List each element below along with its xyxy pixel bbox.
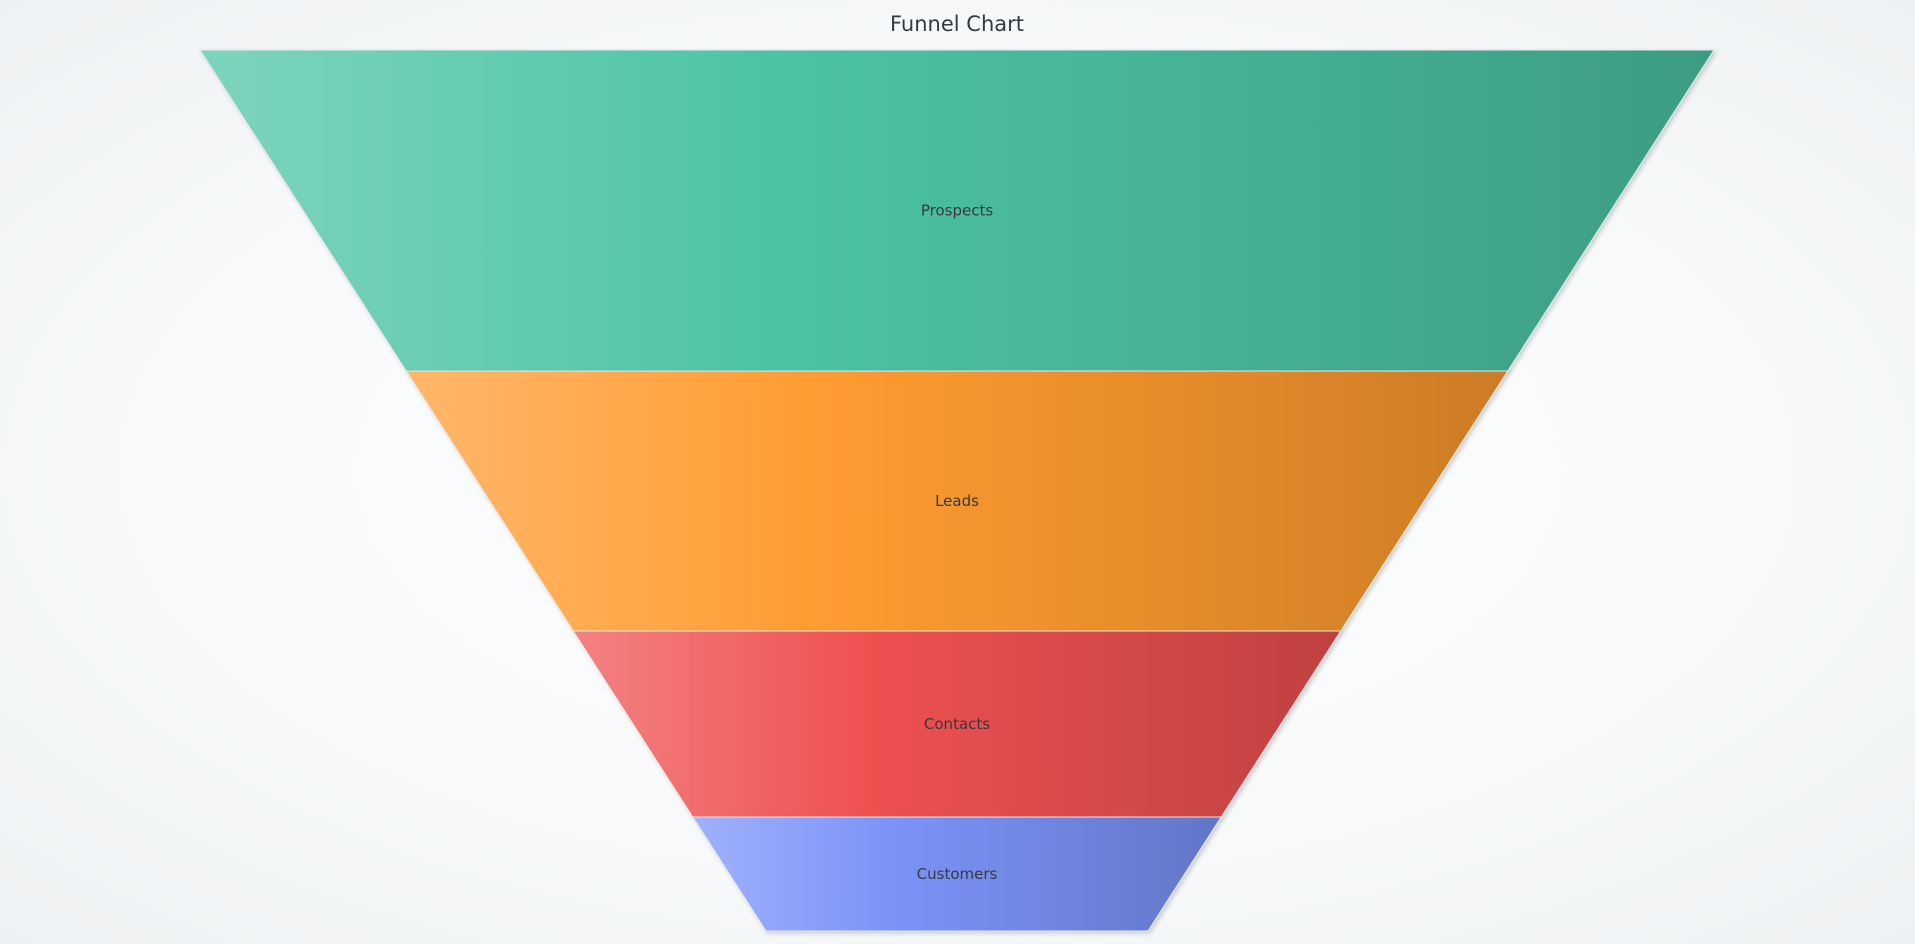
funnel-label-customers: Customers: [917, 865, 998, 883]
funnel-label-prospects: Prospects: [921, 202, 993, 220]
funnel-segment-customers[interactable]: [691, 816, 1223, 932]
funnel-label-contacts: Contacts: [924, 715, 990, 733]
chart-title: Funnel Chart: [890, 12, 1024, 36]
funnel-segments: [199, 49, 1715, 932]
funnel-label-leads: Leads: [935, 492, 979, 510]
